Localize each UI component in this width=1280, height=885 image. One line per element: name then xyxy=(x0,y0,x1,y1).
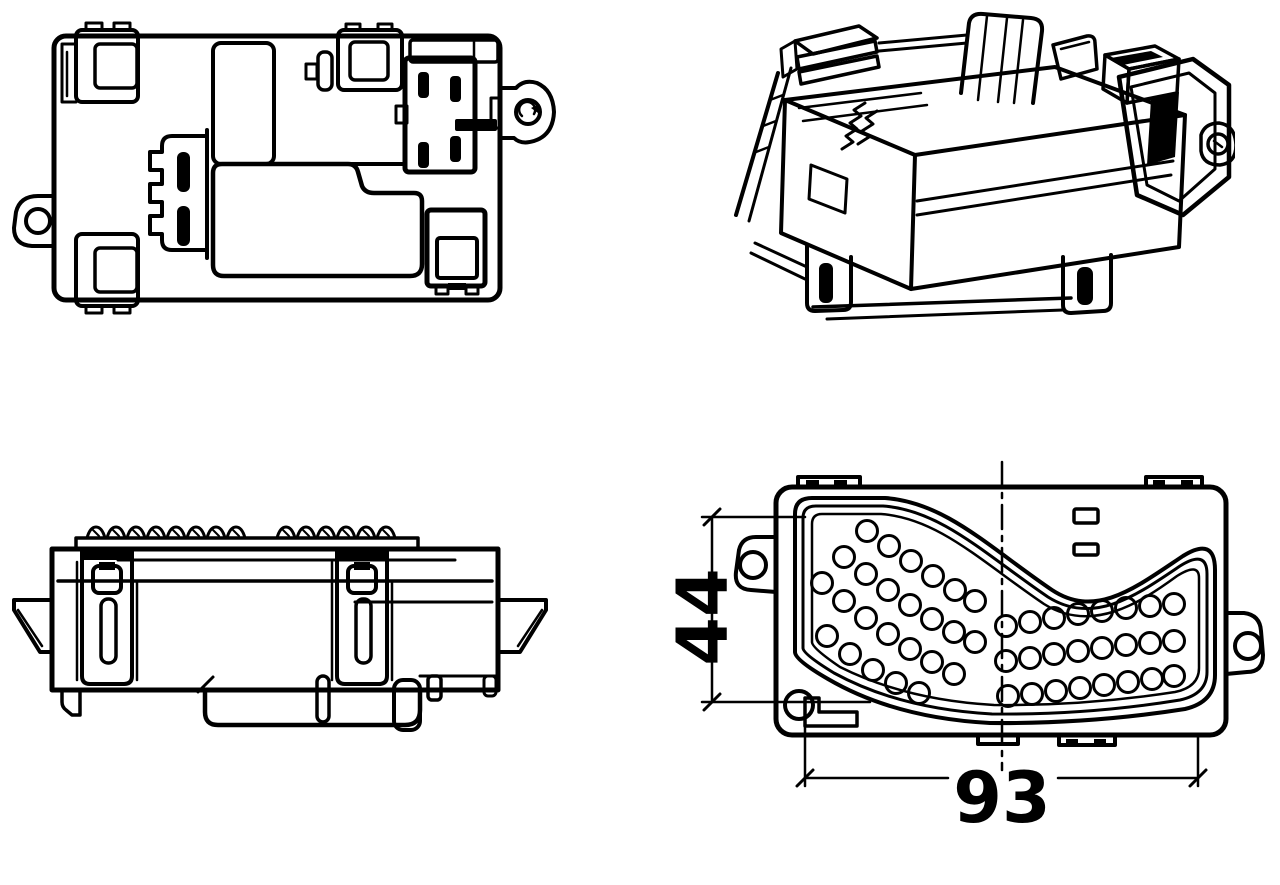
inner-compartments xyxy=(210,41,425,279)
connector-housing xyxy=(394,55,497,175)
iso-mounting-ear xyxy=(1199,121,1235,167)
dimension-width-annotation: 93 xyxy=(795,700,1208,839)
side-clip-tower-left xyxy=(75,548,139,686)
iso-rear-box xyxy=(1101,44,1181,105)
grille-holes-right xyxy=(994,592,1186,708)
iso-connector-frame xyxy=(1116,56,1232,218)
top-center-clip xyxy=(336,22,404,92)
top-plan-view-drawing xyxy=(12,21,556,315)
left-mounting-ear xyxy=(12,194,56,248)
dimension-height-label: 44 xyxy=(662,568,744,665)
iso-heat-sink-comb xyxy=(840,101,879,151)
side-fins xyxy=(74,525,420,551)
iso-small-flag xyxy=(1051,34,1099,81)
front-view-drawing: 44 93 xyxy=(662,460,1265,839)
top-left-clip xyxy=(60,21,140,104)
iso-tall-tower xyxy=(959,11,1045,105)
grille-frame xyxy=(793,496,1217,726)
iso-left-rail xyxy=(734,66,793,223)
iso-top-clip-box xyxy=(779,24,969,86)
isometric-view-drawing xyxy=(734,11,1235,321)
top-view-body xyxy=(51,33,503,303)
latch-tab xyxy=(304,50,334,92)
iso-pcb-band xyxy=(807,159,1175,217)
bottom-left-clip xyxy=(74,232,140,315)
front-bottom-left-boss xyxy=(783,689,859,728)
bottom-right-clip xyxy=(424,207,488,296)
side-left-wing xyxy=(12,598,82,717)
dimension-width-label: 93 xyxy=(953,757,1050,839)
side-bottom-block xyxy=(196,674,423,732)
vent-slots xyxy=(1072,507,1100,557)
right-mounting-ear xyxy=(489,79,556,145)
side-right-wing xyxy=(418,598,548,702)
front-right-ear xyxy=(1224,611,1265,676)
side-clip-tower-right xyxy=(330,548,394,686)
iso-bottom-clips xyxy=(749,241,1113,321)
grille-holes-left xyxy=(810,519,987,705)
side-elevation-drawing xyxy=(12,525,548,732)
iso-body xyxy=(779,65,1187,291)
heat-sink-comb xyxy=(148,128,209,260)
dimension-height-annotation: 44 xyxy=(662,507,872,712)
front-left-ear xyxy=(733,535,778,594)
